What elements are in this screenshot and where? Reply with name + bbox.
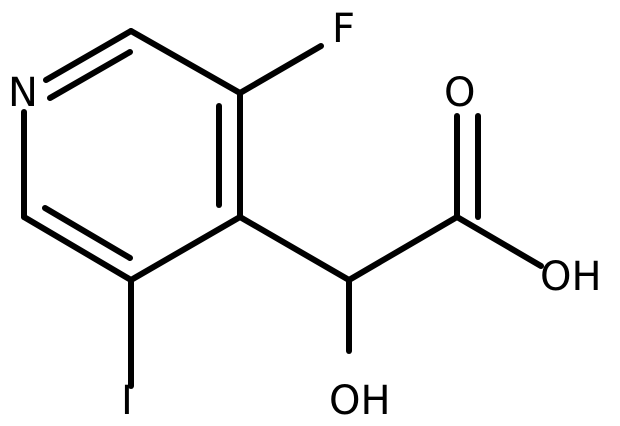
atom-label-oh-acid: OH <box>540 254 602 300</box>
atom-label-n: N <box>8 70 38 116</box>
bond-c3-f <box>237 43 324 96</box>
bond-c5-c6 <box>21 214 134 283</box>
bond-n1-c2-double <box>47 49 133 101</box>
bond-ccarboxyl-oh <box>454 214 544 269</box>
bond-c4-calpha <box>237 214 352 283</box>
atom-label-o-carbonyl: O <box>444 70 475 116</box>
bond-n1-c2 <box>43 28 134 83</box>
atom-label-i: I <box>121 378 133 424</box>
bond-c2-c3 <box>128 28 243 96</box>
substituents <box>128 43 544 389</box>
atom-label-f: F <box>332 6 355 52</box>
atom-label-oh-alpha: OH <box>329 378 391 424</box>
bond-calpha-ccarboxyl <box>346 214 460 283</box>
pyridine-ring <box>21 28 243 283</box>
bond-c5-c6-double <box>42 205 133 261</box>
atom-labels: N F I O OH OH <box>8 6 602 424</box>
bond-c4-c5 <box>128 214 243 283</box>
